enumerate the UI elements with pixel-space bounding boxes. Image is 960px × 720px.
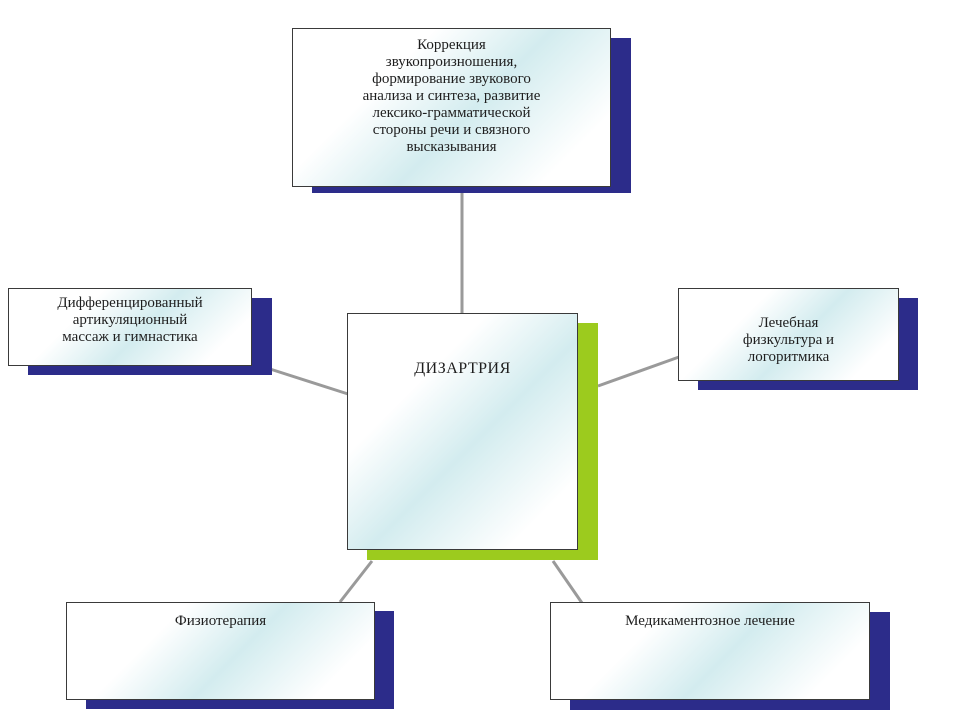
node-bottom-left-label: Физиотерапия [174,613,267,629]
node-right-physical-therapy: Лечебная физкультура и логоритмика [678,288,899,381]
node-center-dysarthria: ДИЗАРТРИЯ [347,313,578,550]
node-left-massage-gymnastics: Дифференцированный артикуляционный масса… [8,288,252,366]
connector-left [269,367,349,396]
node-left-label: Дифференцированный артикуляционный масса… [57,295,203,345]
node-top-speech-correction: Коррекция звукопроизношения, формировани… [292,28,611,187]
node-bottom-right-medication: Медикаментозное лечение [550,602,870,700]
node-center-label: ДИЗАРТРИЯ [414,360,511,377]
node-top-label: Коррекция звукопроизношения, формировани… [362,37,541,155]
node-bottom-left-physiotherapy: Физиотерапия [66,602,375,700]
connector-bottom-left [338,560,374,603]
node-bottom-right-label: Медикаментозное лечение [625,613,795,629]
connector-bottom-right [551,560,584,604]
node-right-label: Лечебная физкультура и логоритмика [742,315,835,365]
connector-right [597,355,680,388]
